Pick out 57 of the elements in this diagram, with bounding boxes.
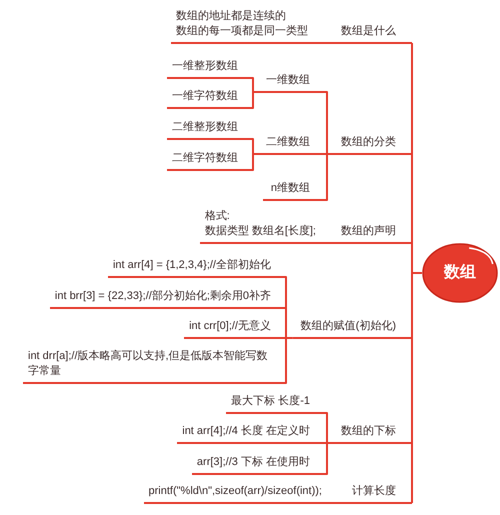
note-text: int drr[a];//版本略高可以支持,但是低版本智能写数字常量: [28, 349, 269, 379]
note-text: int arr[4];//4 长度 在定义时: [182, 424, 310, 439]
connector-line: [326, 242, 333, 244]
underlined-topic: [226, 392, 320, 414]
root-label: 数组: [444, 263, 476, 283]
note-text: 一维字符数组: [172, 89, 238, 104]
underlined-topic: [333, 222, 412, 244]
underlined-topic: [167, 118, 248, 140]
underlined-topic: [108, 256, 281, 278]
note-text: int brr[3] = {22,33};//部分初始化;剩余用0补齐: [54, 289, 271, 304]
note-text: 二维整形数组: [172, 120, 238, 135]
underlined-topic: [50, 287, 281, 309]
underlined-topic: [171, 7, 318, 44]
underlined-topic: [167, 149, 248, 171]
note-text: 最大下标 长度-1: [231, 394, 310, 409]
connector-line: [411, 272, 422, 504]
topic-text: 二维数组: [266, 135, 310, 150]
note-text: 数组的地址都是连续的: [176, 9, 287, 24]
note-text: 一维整形数组: [172, 59, 238, 74]
underlined-topic: [192, 453, 320, 475]
note-text: 数组的每一项都是同一类型: [176, 24, 308, 39]
underlined-topic: [184, 317, 281, 339]
note-text: int crr[0];//无意义: [189, 319, 271, 334]
underlined-topic: [177, 422, 320, 444]
underlined-topic: [23, 347, 281, 384]
underlined-topic: [258, 71, 320, 93]
connector-line: [281, 337, 293, 384]
underlined-topic: [333, 22, 412, 44]
connector-line: [248, 91, 258, 109]
underlined-topic: [167, 87, 248, 109]
underlined-topic: [258, 133, 320, 155]
note-text: printf("%ld\n",sizeof(arr)/sizeof(int));: [148, 484, 322, 499]
underlined-topic: [344, 482, 412, 504]
underlined-topic: [333, 422, 412, 444]
topic-text: 数组的分类: [341, 135, 396, 150]
underlined-topic: [333, 133, 412, 155]
note-text: arr[3];//3 下标 在使用时: [196, 455, 310, 470]
underlined-topic: [292, 317, 412, 339]
topic-text: 数组是什么: [341, 24, 396, 39]
topic-text: 数组的声明: [341, 224, 396, 239]
topic-text: 一维数组: [266, 73, 310, 88]
topic-text: 数组的下标: [341, 424, 396, 439]
connector-line: [248, 153, 258, 171]
connector-line: [320, 153, 333, 201]
connector-line: [332, 502, 344, 504]
note-text: int arr[4] = {1,2,3,4};//全部初始化: [112, 258, 271, 273]
underlined-topic: [200, 207, 326, 244]
connector-line: [320, 442, 333, 475]
topic-text: 数组的赋值(初始化): [300, 319, 396, 334]
note-text: 格式:: [204, 209, 231, 224]
note-text: 数据类型 数组名[长度];: [204, 224, 316, 239]
underlined-topic: [167, 57, 248, 79]
underlined-topic: [262, 179, 320, 201]
connector-line: [318, 42, 333, 44]
topic-text: 计算长度: [352, 484, 396, 499]
topic-text: n维数组: [270, 181, 310, 196]
note-text: 二维字符数组: [172, 151, 238, 166]
